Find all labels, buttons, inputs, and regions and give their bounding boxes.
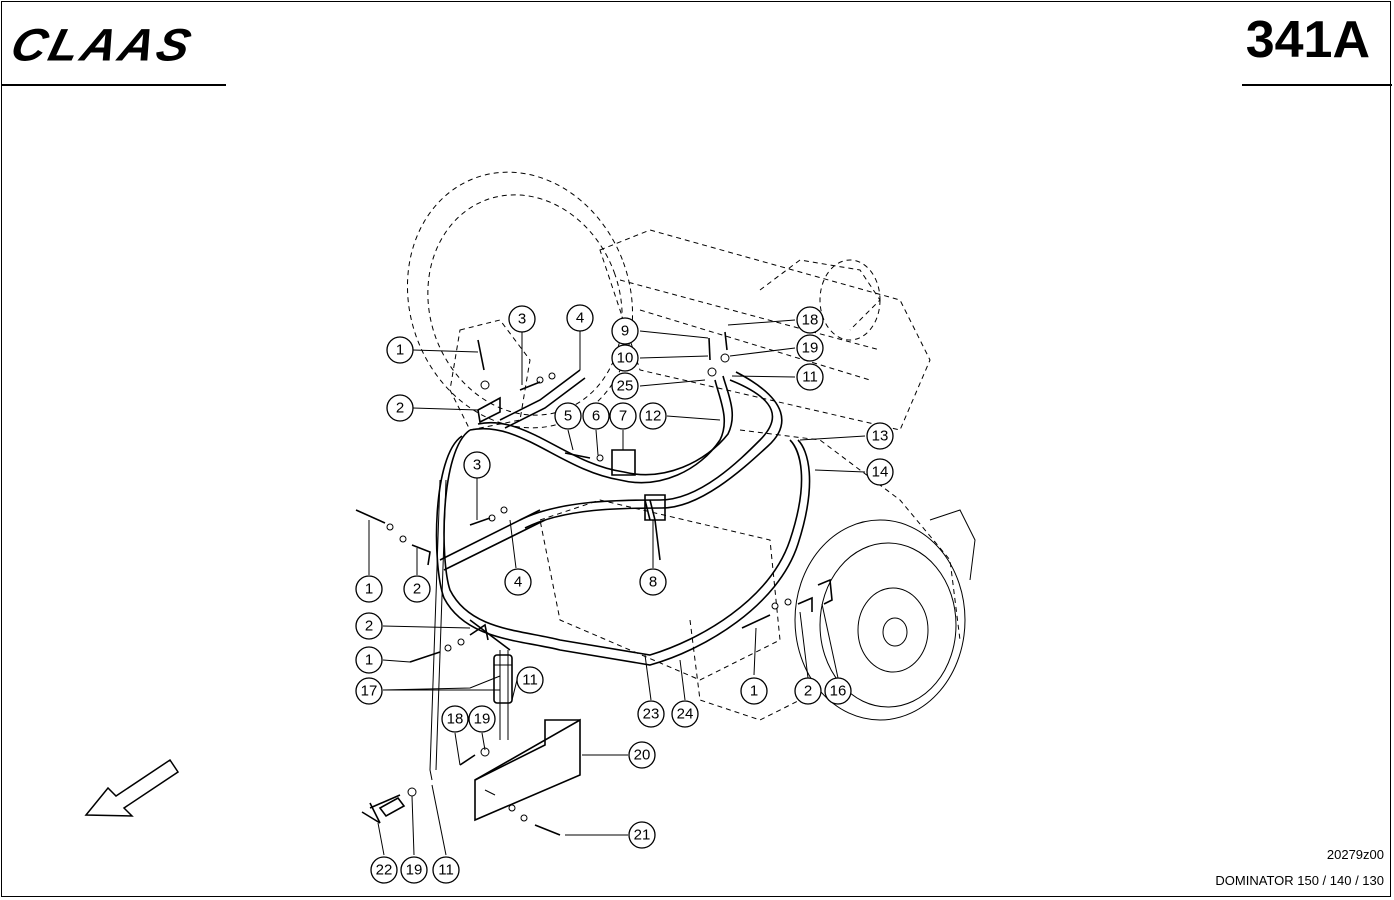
svg-text:4: 4 [514, 574, 522, 591]
callout-17: 17 [355, 677, 383, 705]
svg-text:13: 13 [872, 428, 889, 445]
callout-8: 8 [639, 568, 667, 596]
callout-16: 16 [824, 677, 852, 705]
svg-text:22: 22 [376, 862, 393, 879]
page-number: 341A [1245, 11, 1370, 69]
mounting-bracket [474, 718, 581, 822]
callout-19-b: 19 [468, 705, 496, 733]
svg-text:18: 18 [802, 312, 819, 329]
temperature-sensor [361, 796, 406, 824]
callout-23: 23 [637, 700, 665, 728]
callout-1-b: 1 [355, 575, 383, 603]
svg-text:19: 19 [802, 340, 819, 357]
callout-21: 21 [628, 821, 656, 849]
svg-text:24: 24 [677, 706, 694, 723]
bolts [355, 331, 771, 836]
callout-1-d: 1 [740, 677, 768, 705]
svg-text:1: 1 [396, 342, 404, 359]
drawing-code: 20279z00 [1326, 847, 1384, 862]
header-rule-left [2, 84, 226, 86]
svg-text:11: 11 [522, 672, 538, 689]
svg-text:11: 11 [802, 369, 818, 386]
svg-text:1: 1 [365, 581, 373, 598]
svg-text:11: 11 [438, 862, 454, 879]
callout-12: 12 [639, 402, 667, 430]
callout-10: 10 [611, 344, 639, 372]
callout-5: 5 [554, 402, 582, 430]
svg-text:21: 21 [634, 827, 651, 844]
fuel-filter [493, 654, 513, 704]
callout-13: 13 [866, 422, 894, 450]
callout-2-d: 2 [794, 677, 822, 705]
callout-24: 24 [671, 700, 699, 728]
svg-text:25: 25 [617, 378, 634, 395]
callout-4-b: 4 [504, 568, 532, 596]
engine-ghost-outline [406, 171, 961, 721]
svg-text:18: 18 [447, 711, 464, 728]
callout-14: 14 [866, 458, 894, 486]
callout-11-b: 11 [516, 666, 544, 694]
callout-4-a: 4 [566, 304, 594, 332]
svg-text:20: 20 [634, 747, 651, 764]
callout-2-a: 2 [386, 394, 414, 422]
svg-text:1: 1 [365, 652, 373, 669]
direction-arrow [84, 758, 180, 817]
svg-text:4: 4 [576, 310, 584, 327]
fuel-lines [429, 369, 811, 781]
header-rule-right [1242, 84, 1392, 86]
svg-text:12: 12 [645, 408, 662, 425]
svg-text:3: 3 [518, 311, 526, 328]
callout-11-a: 11 [796, 363, 824, 391]
pulley-wheel [794, 509, 976, 721]
svg-text:5: 5 [564, 408, 572, 425]
callout-11-c: 11 [432, 856, 460, 884]
callout-19-a: 19 [796, 334, 824, 362]
leader-lines [368, 319, 866, 856]
callout-1-c: 1 [355, 646, 383, 674]
svg-text:19: 19 [406, 862, 423, 879]
svg-text:6: 6 [592, 408, 600, 425]
callout-9: 9 [611, 317, 639, 345]
svg-text:2: 2 [365, 618, 373, 635]
svg-text:17: 17 [361, 683, 378, 700]
svg-text:10: 10 [617, 350, 634, 367]
model-designation: DOMINATOR 150 / 140 / 130 [1215, 873, 1384, 888]
svg-text:3: 3 [473, 457, 481, 474]
callout-6: 6 [582, 402, 610, 430]
callout-22: 22 [370, 856, 398, 884]
svg-text:2: 2 [804, 683, 812, 700]
clamps [411, 396, 833, 641]
svg-text:2: 2 [413, 581, 421, 598]
washers [386, 353, 792, 822]
svg-text:2: 2 [396, 400, 404, 417]
callout-20: 20 [628, 741, 656, 769]
svg-text:7: 7 [619, 408, 627, 425]
callouts: 1 2 3 4 9 10 25 18 19 11 5 6 7 12 13 14 … [355, 304, 894, 884]
callout-3-b: 3 [463, 451, 491, 479]
svg-text:23: 23 [643, 706, 660, 723]
callout-2-b: 2 [403, 575, 431, 603]
svg-text:1: 1 [750, 683, 758, 700]
callout-2-c: 2 [355, 612, 383, 640]
callout-18-b: 18 [441, 705, 469, 733]
callout-1-a: 1 [386, 336, 414, 364]
callout-25: 25 [611, 372, 639, 400]
svg-text:14: 14 [872, 464, 889, 481]
callout-19-c: 19 [400, 856, 428, 884]
svg-text:8: 8 [649, 574, 657, 591]
svg-text:16: 16 [830, 683, 847, 700]
svg-text:19: 19 [474, 711, 491, 728]
callout-3-a: 3 [508, 305, 536, 333]
callout-18-a: 18 [796, 306, 824, 334]
callout-7: 7 [609, 402, 637, 430]
svg-text:9: 9 [621, 323, 629, 340]
